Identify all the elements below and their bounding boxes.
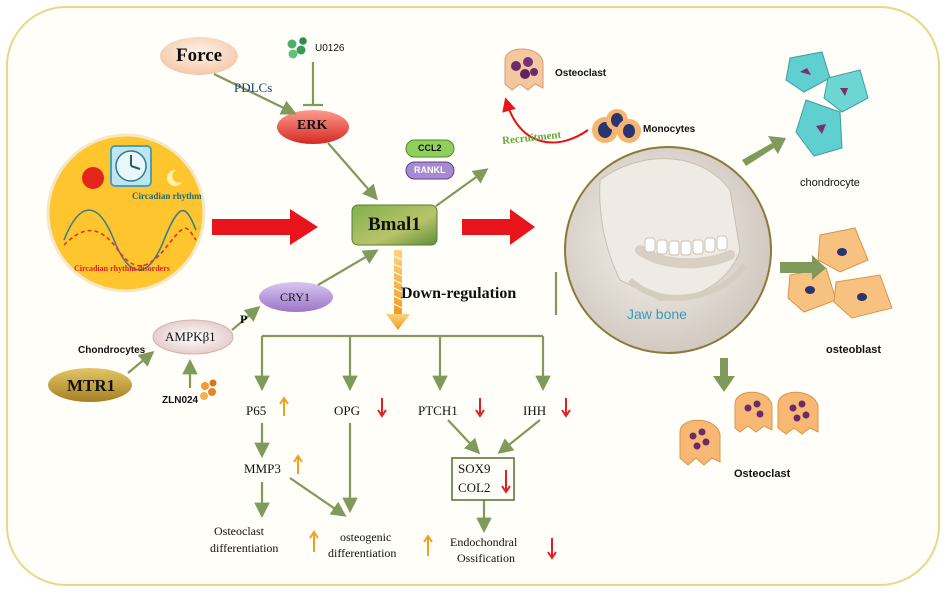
ptch1-label: PTCH1 bbox=[418, 403, 458, 418]
ccl2-pill bbox=[405, 139, 455, 158]
ampk-label: AMPKβ1 bbox=[165, 329, 216, 344]
endochondral-line2: Ossification bbox=[457, 551, 515, 565]
sox9-col2-box bbox=[451, 457, 515, 501]
jaw-to-osteoclast-arrow bbox=[713, 358, 735, 392]
jaw-bone-panel bbox=[564, 146, 772, 354]
endochondral-line1: Endochondral bbox=[450, 535, 518, 549]
osteoclast-bottom-label: Osteoclast bbox=[734, 468, 791, 480]
bmal1-label: Bmal1 bbox=[368, 214, 421, 235]
rankl-pill bbox=[405, 161, 455, 180]
osteoclast-diff-line2: differentiation bbox=[210, 541, 279, 555]
osteoclast-top-icon bbox=[504, 48, 544, 91]
ampk-node bbox=[152, 319, 234, 355]
zln024-molecule-icon bbox=[200, 379, 217, 400]
force-label: Force bbox=[176, 45, 223, 66]
jaw-to-chondrocyte-arrow bbox=[742, 136, 786, 166]
osteoblast-label: osteoblast bbox=[826, 344, 882, 356]
erk-label: ERK bbox=[297, 118, 328, 133]
mtr1-label: MTR1 bbox=[67, 376, 116, 395]
osteogenic-diff-line1: osteogenic bbox=[340, 530, 392, 544]
circadian-disorders-label: Circadian rhythm disorders bbox=[74, 264, 170, 273]
phospho-label: P bbox=[240, 312, 248, 326]
bmal1-to-jaw-arrow bbox=[462, 209, 535, 245]
mtr1-node bbox=[48, 368, 132, 402]
jaw-to-osteoblast-arrow bbox=[780, 255, 826, 280]
recruitment-arrow bbox=[502, 97, 589, 144]
force-node bbox=[160, 37, 238, 75]
opg-label: OPG bbox=[334, 403, 361, 418]
rankl-label: RANKL bbox=[414, 165, 446, 175]
circadian-rhythm-label: Circadian rhythm bbox=[132, 191, 202, 201]
cry1-node bbox=[259, 282, 333, 312]
ccl2-label: CCL2 bbox=[418, 143, 442, 153]
p65-label: P65 bbox=[246, 403, 267, 418]
u0126-molecule-icon bbox=[287, 37, 307, 59]
pdlcs-label: PDLCs bbox=[234, 80, 273, 95]
down-regulation-label: Down-regulation bbox=[401, 285, 517, 302]
monocytes-label: Monocytes bbox=[643, 124, 696, 135]
chondrocyte-cells-icon bbox=[785, 51, 869, 157]
ihh-label: IHH bbox=[523, 403, 547, 418]
monocytes-icon bbox=[592, 109, 641, 143]
osteogenic-diff-line2: differentiation bbox=[328, 546, 397, 560]
col2-label: COL2 bbox=[458, 480, 491, 495]
zln024-label: ZLN024 bbox=[162, 395, 199, 406]
down-regulation-arrow bbox=[386, 250, 410, 330]
circadian-to-bmal1-arrow bbox=[212, 209, 318, 245]
chondrocyte-label: chondrocyte bbox=[800, 177, 860, 189]
u0126-label: U0126 bbox=[315, 43, 345, 54]
mmp3-label: MMP3 bbox=[244, 461, 281, 476]
bmal1-node bbox=[351, 204, 438, 246]
rounded-frame bbox=[6, 6, 940, 586]
chondrocytes-label: Chondrocytes bbox=[78, 345, 146, 356]
cry1-label: CRY1 bbox=[280, 290, 311, 304]
osteoclast-bottom-cells-icon bbox=[679, 391, 819, 466]
circadian-panel bbox=[46, 133, 206, 293]
erk-node bbox=[277, 110, 349, 144]
osteoblast-cells-icon bbox=[787, 227, 893, 319]
sox9-label: SOX9 bbox=[458, 461, 491, 476]
jaw-bone-label: Jaw bone bbox=[627, 306, 687, 322]
osteoclast-diff-line1: Osteoclast bbox=[214, 524, 264, 538]
osteoclast-top-label: Osteoclast bbox=[555, 68, 607, 79]
